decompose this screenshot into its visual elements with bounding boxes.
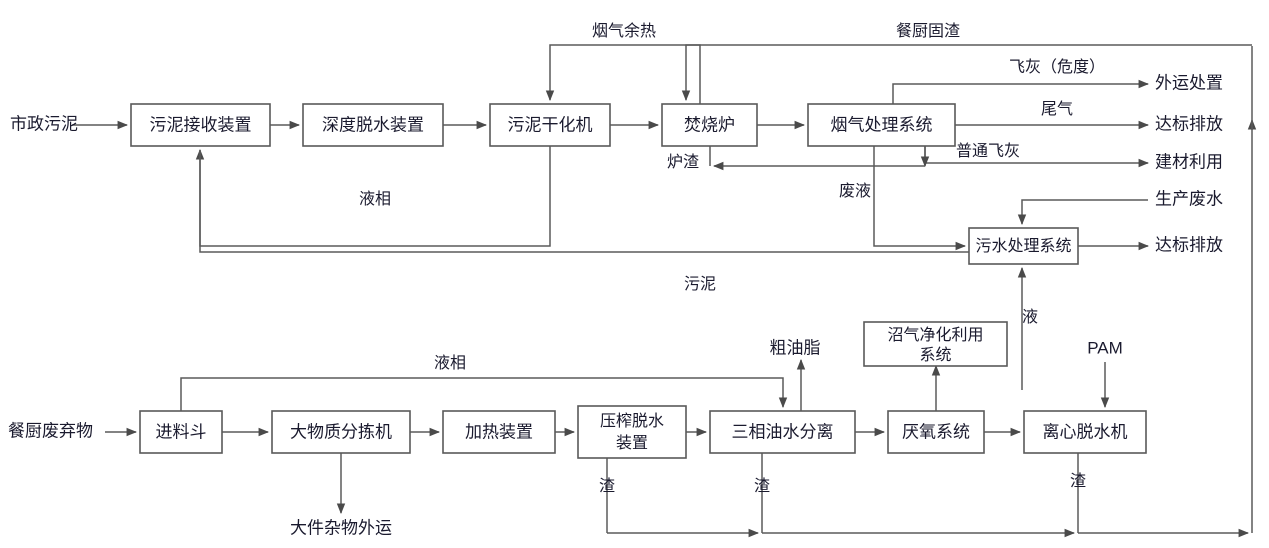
node-label-line2: 装置 xyxy=(616,434,648,452)
node-sludge-dryer[interactable]: 污泥干化机 xyxy=(489,103,611,147)
terminal-pam: PAM xyxy=(1087,338,1123,357)
edge-label-residue-press: 渣 xyxy=(599,477,615,495)
node-label: 大物质分拣机 xyxy=(290,422,392,441)
nodes-layer: 污泥接收装置 深度脱水装置 污泥干化机 焚烧炉 烟气处理系统 xyxy=(130,103,1147,459)
terminal-compliant-discharge-water: 达标排放 xyxy=(1155,235,1223,254)
node-label: 污泥接收装置 xyxy=(150,115,252,134)
terminal-municipal-sludge: 市政污泥 xyxy=(10,114,78,133)
edge-label-waste-liquid: 废液 xyxy=(839,182,871,200)
node-flue-gas-treatment[interactable]: 烟气处理系统 xyxy=(807,103,956,147)
edge-production-wastewater xyxy=(1017,199,1148,226)
node-three-phase-separation[interactable]: 三相油水分离 xyxy=(709,410,856,454)
edge-label-liquid-phase-bottom: 液相 xyxy=(434,354,466,372)
edge-label-slag: 炉渣 xyxy=(667,153,699,171)
edge-liquid-phase-bottom xyxy=(180,377,788,411)
edge-waste-liquid xyxy=(873,146,967,251)
edge-fly-ash-hazard xyxy=(892,79,1150,104)
node-heating-device[interactable]: 加热装置 xyxy=(442,410,556,454)
node-label: 烟气处理系统 xyxy=(831,115,933,134)
node-label: 焚烧炉 xyxy=(684,115,735,134)
node-label-line1: 沼气净化利用 xyxy=(887,326,983,344)
terminal-production-wastewater: 生产废水 xyxy=(1155,189,1223,208)
node-label: 进料斗 xyxy=(156,422,207,441)
node-sludge-receiving[interactable]: 污泥接收装置 xyxy=(130,103,271,147)
edge-label-liquid: 液 xyxy=(1022,308,1038,326)
edge-label-liquid-phase-top: 液相 xyxy=(359,190,391,208)
terminals-layer: 市政污泥 餐厨废弃物 外运处置 达标排放 建材利用 达标排放 生产废水 粗油脂 … xyxy=(8,73,1223,537)
terminal-compliant-discharge-gas: 达标排放 xyxy=(1155,114,1223,133)
edge-label-fly-ash-hazardous: 飞灰（危度） xyxy=(1009,58,1105,76)
node-label: 三相油水分离 xyxy=(732,422,834,441)
edges-layer xyxy=(72,44,1257,538)
edge-sludge-return xyxy=(199,150,969,253)
node-label-line2: 系统 xyxy=(919,346,951,364)
terminal-kitchen-waste: 餐厨废弃物 xyxy=(8,421,93,440)
edge-label-sludge: 污泥 xyxy=(684,275,716,293)
edge-label-residue-centrifuge: 渣 xyxy=(1070,472,1086,490)
edge-label-residue-separation: 渣 xyxy=(754,477,770,495)
node-press-dewatering[interactable]: 压榨脱水 装置 xyxy=(577,405,687,459)
node-label: 加热装置 xyxy=(465,422,533,441)
node-sewage-treatment[interactable]: 污水处理系统 xyxy=(968,227,1079,265)
node-centrifugal-dehydrator[interactable]: 离心脱水机 xyxy=(1023,410,1147,454)
node-label: 厌氧系统 xyxy=(902,422,970,441)
node-deep-dewatering[interactable]: 深度脱水装置 xyxy=(302,103,444,147)
node-bulk-sorter[interactable]: 大物质分拣机 xyxy=(271,410,411,454)
edge-labels-layer: 烟气余热 餐厨固渣 飞灰（危度） 尾气 普通飞灰 炉渣 废液 液相 污泥 液 液… xyxy=(359,21,1105,495)
edge-label-flue-gas-heat: 烟气余热 xyxy=(592,21,656,40)
node-incinerator[interactable]: 焚烧炉 xyxy=(661,103,758,147)
edge-label-tail-gas: 尾气 xyxy=(1041,100,1073,118)
node-biogas-purification[interactable]: 沼气净化利用 系统 xyxy=(863,321,1008,367)
edge-label-kitchen-residue: 餐厨固渣 xyxy=(896,22,960,40)
terminal-crude-grease: 粗油脂 xyxy=(770,338,821,357)
node-anaerobic-system[interactable]: 厌氧系统 xyxy=(887,410,985,454)
terminal-bulk-debris-transport: 大件杂物外运 xyxy=(290,518,392,537)
edge-label-common-fly-ash: 普通飞灰 xyxy=(956,142,1020,160)
node-label: 离心脱水机 xyxy=(1043,422,1128,441)
edge-kitchen-residue xyxy=(681,44,1252,102)
node-label: 污水处理系统 xyxy=(975,237,1071,255)
node-label: 污泥干化机 xyxy=(508,115,593,134)
node-label-line1: 压榨脱水 xyxy=(600,412,664,430)
edge-flue-heat xyxy=(545,44,701,104)
terminal-external-disposal: 外运处置 xyxy=(1155,73,1223,92)
terminal-building-material-use: 建材利用 xyxy=(1155,152,1223,171)
node-label: 深度脱水装置 xyxy=(322,115,424,134)
node-feed-hopper[interactable]: 进料斗 xyxy=(139,410,223,454)
